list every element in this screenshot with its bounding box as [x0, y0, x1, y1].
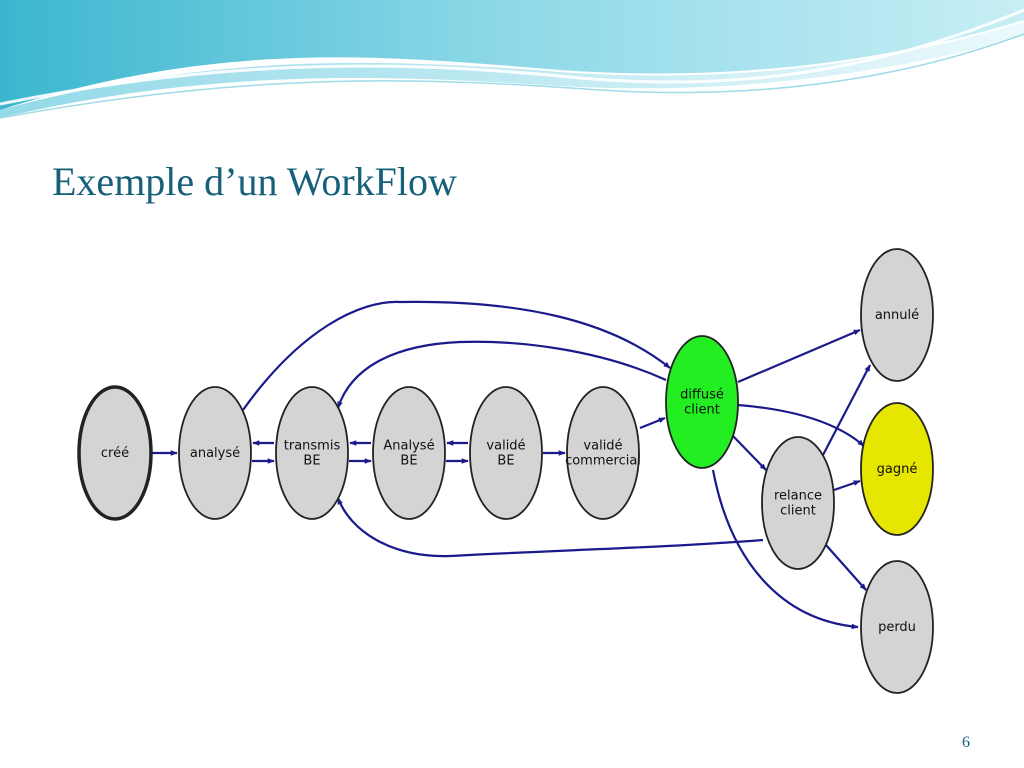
header-wave-banner	[0, 0, 1024, 119]
node-analyse: analysé	[178, 386, 252, 520]
node-validebe-label: BE	[497, 454, 514, 469]
node-annule-shape	[860, 248, 934, 382]
node-analysebe-label: Analysé	[383, 439, 434, 454]
node-transmis-shape	[275, 386, 349, 520]
node-gagne: gagné	[860, 402, 934, 536]
node-validecom-shape	[566, 386, 640, 520]
node-cree-shape	[77, 385, 153, 521]
node-perdu-label: perdu	[878, 620, 916, 635]
node-gagne-shape	[860, 402, 934, 536]
node-validebe-shape	[469, 386, 543, 520]
node-gagne-label: gagné	[877, 462, 918, 477]
node-analysebe-label: BE	[400, 454, 417, 469]
edge-diffuse-relance	[732, 435, 767, 471]
node-validebe-label: validé	[486, 439, 525, 454]
node-analyse-shape	[178, 386, 252, 520]
node-analyse-label: analysé	[190, 446, 240, 461]
edge-validecom-diffuse	[639, 416, 666, 430]
node-perdu-shape	[860, 560, 934, 694]
edge-relance-transmis	[336, 497, 764, 558]
edge-relance-perdu	[825, 544, 867, 591]
edge-relance-annule	[822, 364, 871, 456]
node-cree: créé	[77, 385, 153, 521]
node-transmis-label: transmis	[284, 439, 341, 454]
node-perdu: perdu	[860, 560, 934, 694]
node-relance-shape	[761, 436, 835, 570]
slide-title: Exemple d’un WorkFlow	[52, 159, 457, 204]
edge-analyse-diffuse	[242, 300, 671, 411]
edge-diffuse-perdu	[711, 469, 859, 630]
edge-diffuse-transmis	[336, 340, 667, 409]
node-analysebe-shape	[372, 386, 446, 520]
node-diffuse-label: client	[684, 403, 720, 418]
node-relance-label: client	[780, 504, 816, 519]
edge-relance-gagne	[833, 479, 861, 492]
node-diffuse-label: diffusé	[680, 388, 724, 403]
node-transmis-label: BE	[303, 454, 320, 469]
node-validecom-label: commercial	[565, 454, 641, 469]
node-relance-label: relance	[774, 489, 822, 504]
node-annule-label: annulé	[875, 308, 919, 323]
node-validecom-label: validé	[583, 439, 622, 454]
page-number: 6	[962, 734, 970, 751]
node-annule: annulé	[860, 248, 934, 382]
node-diffuse-shape	[665, 335, 739, 469]
edge-diffuse-gagne	[737, 403, 865, 447]
node-cree-label: créé	[101, 446, 129, 461]
edge-diffuse-annule	[737, 328, 861, 384]
